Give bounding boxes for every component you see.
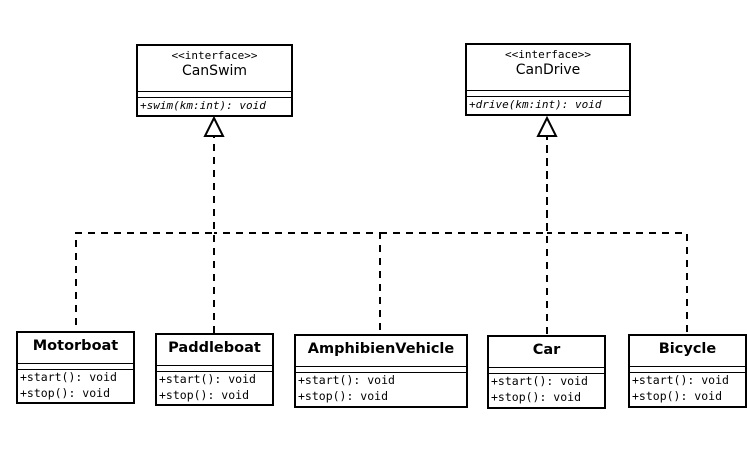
operation: +stop(): void bbox=[491, 389, 582, 404]
realization-line-motorboat-canswim bbox=[75, 136, 215, 325]
attributes-compartment bbox=[157, 365, 272, 371]
class-paddleboat[interactable]: Paddleboat +start(): void +stop(): void bbox=[155, 333, 274, 406]
realization-line-amphibienvehicle-canswim bbox=[214, 232, 381, 330]
realization-line-amphibienvehicle-candrive bbox=[380, 136, 548, 234]
interface-candrive[interactable]: <<interface>> CanDrive +drive(km:int): v… bbox=[465, 43, 631, 116]
operation: +stop(): void bbox=[20, 385, 111, 400]
operation: +stop(): void bbox=[159, 387, 250, 402]
class-car[interactable]: Car +start(): void +stop(): void bbox=[487, 335, 606, 409]
operation: +start(): void bbox=[491, 374, 588, 388]
operation: +start(): void bbox=[632, 373, 729, 387]
operation: +swim(km:int): void bbox=[140, 99, 266, 112]
operation: +start(): void bbox=[298, 373, 395, 387]
interface-canswim[interactable]: <<interface>> CanSwim +swim(km:int): voi… bbox=[136, 44, 293, 117]
attributes-compartment bbox=[18, 363, 133, 369]
class-bicycle[interactable]: Bicycle +start(): void +stop(): void bbox=[628, 334, 747, 408]
operation: +stop(): void bbox=[298, 388, 389, 403]
class-motorboat[interactable]: Motorboat +start(): void +stop(): void bbox=[16, 331, 135, 404]
class-name: Paddleboat bbox=[168, 340, 261, 356]
attributes-compartment bbox=[296, 366, 466, 372]
operation: +drive(km:int): void bbox=[469, 98, 602, 111]
realization-arrowhead-canswim bbox=[203, 115, 225, 137]
class-name: AmphibienVehicle bbox=[307, 341, 455, 357]
class-name: Motorboat bbox=[32, 338, 119, 354]
operation: +stop(): void bbox=[632, 388, 723, 403]
class-name: Bicycle bbox=[658, 341, 717, 357]
attributes-compartment bbox=[138, 91, 291, 97]
interface-name: CanSwim bbox=[181, 63, 248, 79]
interface-name: CanDrive bbox=[515, 62, 581, 78]
class-amphibienvehicle[interactable]: AmphibienVehicle +start(): void +stop():… bbox=[294, 334, 468, 408]
realization-line-bicycle-candrive bbox=[547, 232, 688, 332]
attributes-compartment bbox=[630, 366, 745, 372]
realization-arrowhead-candrive bbox=[536, 115, 558, 137]
interface-stereotype: <<interface>> bbox=[171, 49, 258, 62]
operation: +start(): void bbox=[20, 370, 117, 384]
attributes-compartment bbox=[467, 90, 629, 96]
interface-stereotype: <<interface>> bbox=[504, 48, 592, 61]
class-name: Car bbox=[532, 342, 561, 358]
attributes-compartment bbox=[489, 367, 604, 373]
operation: +start(): void bbox=[159, 372, 256, 386]
